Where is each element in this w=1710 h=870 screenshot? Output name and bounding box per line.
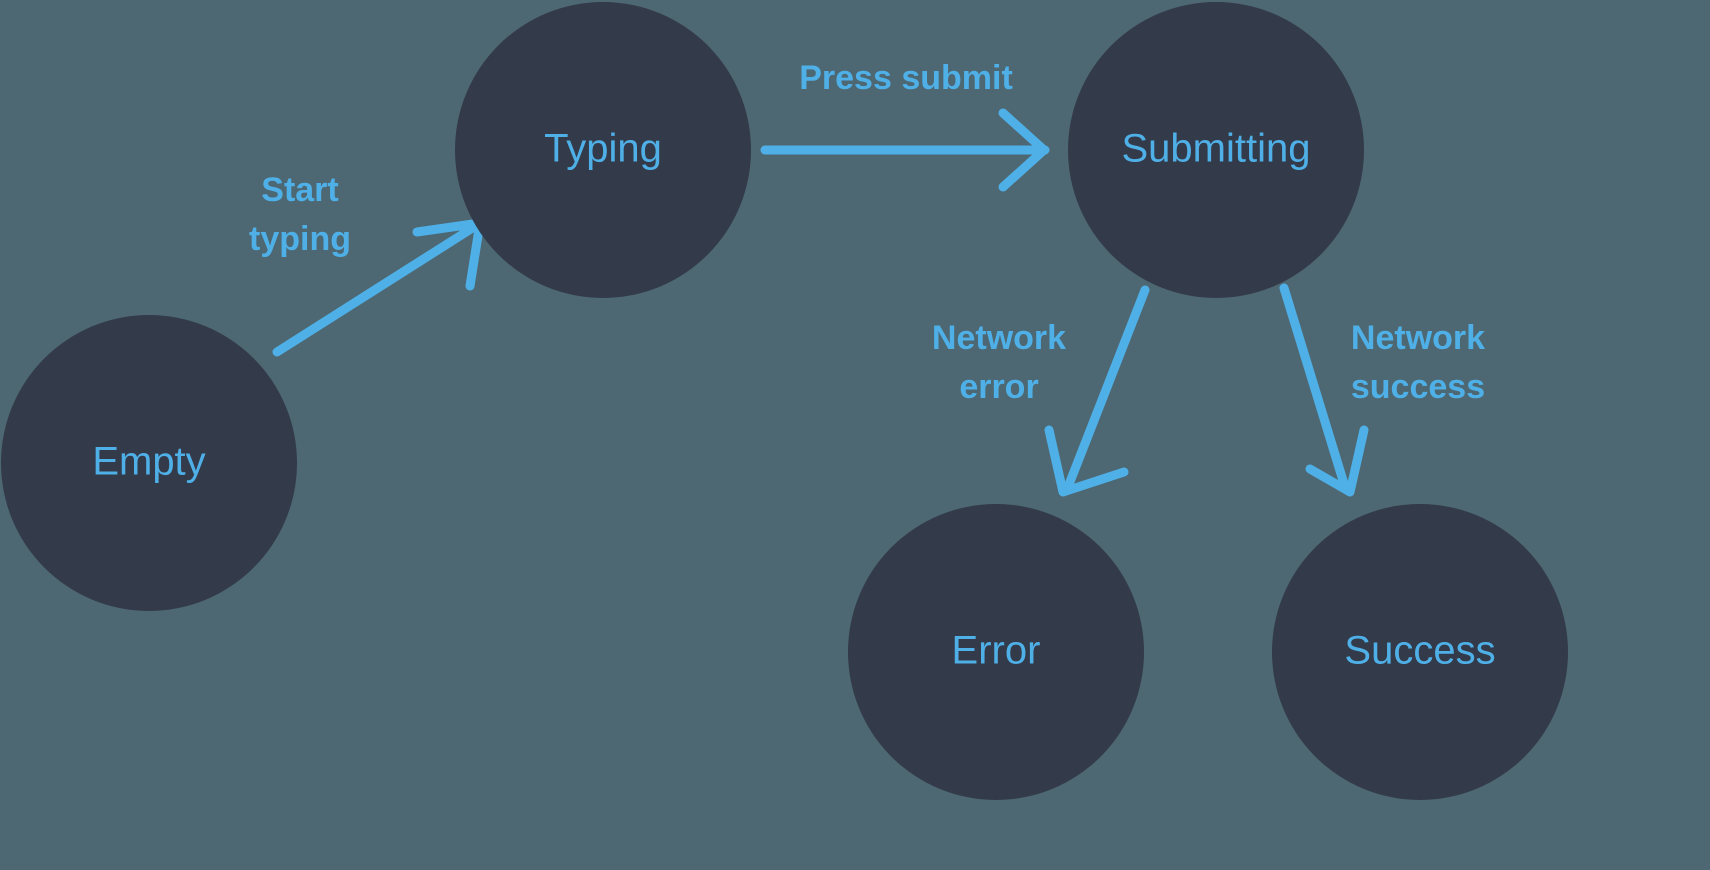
edge-label-start-typing-line-2: typing xyxy=(249,220,351,258)
edge-typing-to-submitting-arrowhead-icon xyxy=(998,108,1049,192)
node-typing[interactable]: Typing xyxy=(455,2,751,298)
node-typing-circle[interactable] xyxy=(455,2,751,298)
node-empty[interactable]: Empty xyxy=(1,315,297,611)
edge-submitting-to-success-line xyxy=(1279,283,1350,492)
edge-label-network-error: Network error xyxy=(932,319,1066,406)
node-empty-circle[interactable] xyxy=(1,315,297,611)
node-submitting-circle[interactable] xyxy=(1068,2,1364,298)
edge-label-network-error-line-1: Network xyxy=(932,319,1066,357)
node-error-label: Error xyxy=(952,629,1041,673)
edge-label-press-submit: Press submit xyxy=(799,59,1013,97)
node-submitting[interactable]: Submitting xyxy=(1068,2,1364,298)
edge-submitting-to-success xyxy=(1279,283,1369,497)
edge-label-press-submit-line-1: Press submit xyxy=(799,59,1013,97)
node-success-circle[interactable] xyxy=(1272,504,1568,800)
edge-label-start-typing: Start typing xyxy=(249,171,351,258)
edge-label-network-success-line-2: success xyxy=(1351,368,1485,406)
edge-submitting-to-error-arrowhead-icon xyxy=(1044,425,1129,497)
node-success-label: Success xyxy=(1344,629,1495,673)
node-error[interactable]: Error xyxy=(848,504,1144,800)
edge-label-network-success: Network success xyxy=(1351,319,1485,406)
edge-label-start-typing-line-1: Start xyxy=(261,171,338,209)
edge-submitting-to-success-arrowhead-icon xyxy=(1305,425,1369,497)
edge-label-network-error-line-2: error xyxy=(959,368,1038,406)
edge-label-network-success-line-1: Network xyxy=(1351,319,1485,357)
edge-submitting-to-error xyxy=(1044,285,1150,497)
edge-typing-to-submitting xyxy=(760,108,1050,192)
node-typing-label: Typing xyxy=(544,127,662,171)
node-submitting-label: Submitting xyxy=(1122,127,1311,171)
node-empty-label: Empty xyxy=(92,440,205,484)
node-success[interactable]: Success xyxy=(1272,504,1568,800)
edge-submitting-to-error-line xyxy=(1063,285,1150,492)
node-error-circle[interactable] xyxy=(848,504,1144,800)
edge-empty-to-typing-line xyxy=(272,222,479,357)
